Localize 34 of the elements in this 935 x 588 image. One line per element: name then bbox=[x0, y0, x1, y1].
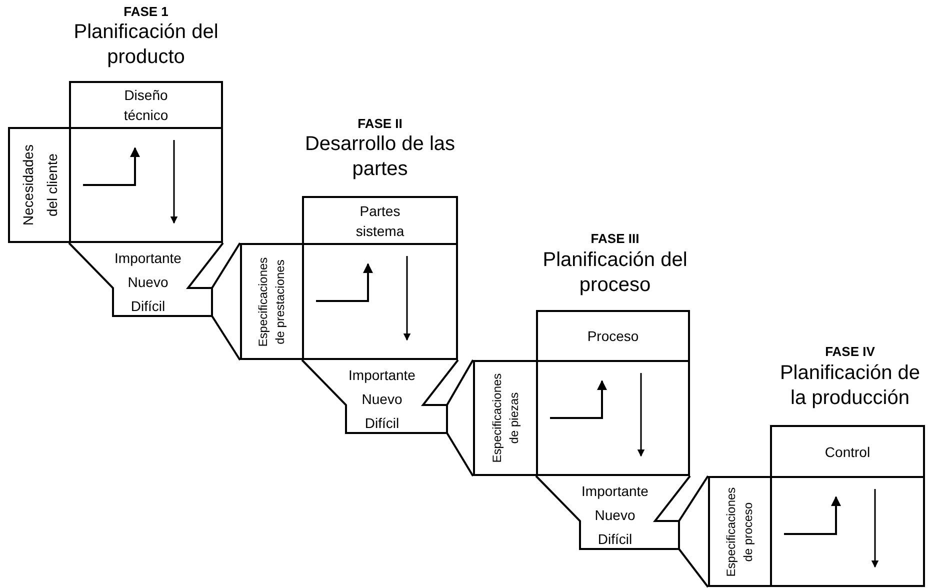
box-label: Proceso bbox=[587, 327, 639, 346]
header-box bbox=[770, 425, 925, 476]
phase-title: Planificación de la producción bbox=[778, 361, 922, 411]
matrix-box bbox=[302, 243, 458, 360]
matrix-box bbox=[770, 476, 925, 587]
funnel-shape bbox=[536, 476, 690, 549]
input-box bbox=[708, 476, 770, 587]
header-box bbox=[69, 81, 223, 127]
vertical-label: Necesidades del cliente bbox=[18, 144, 60, 228]
matrix-box bbox=[536, 360, 690, 476]
phase-tag: FASE II bbox=[358, 116, 402, 132]
phase-title: Planificación del proceso bbox=[542, 248, 688, 298]
input-box bbox=[8, 127, 69, 243]
vertical-label: Especificaciones de proceso bbox=[723, 486, 756, 578]
box-label: Diseño técnico bbox=[124, 86, 168, 125]
funnel-label: Importante Nuevo Difícil bbox=[582, 482, 648, 549]
phase-tag: FASE 1 bbox=[124, 4, 168, 20]
header-box bbox=[536, 310, 690, 360]
phase-title: Planificación del producto bbox=[72, 20, 220, 70]
funnel-shape bbox=[69, 243, 223, 316]
funnel-shape bbox=[302, 360, 458, 433]
funnel-label: Importante Nuevo Difícil bbox=[348, 366, 416, 433]
input-box bbox=[473, 360, 536, 476]
box-label: Partes sistema bbox=[356, 202, 404, 240]
vertical-label: Especificaciones de piezas bbox=[488, 372, 522, 465]
funnel-label: Importante Nuevo Difícil bbox=[114, 249, 182, 316]
phase-tag: FASE IV bbox=[825, 344, 875, 360]
input-box bbox=[240, 243, 302, 360]
phase-title: Desarrollo de las partes bbox=[304, 132, 456, 182]
header-box bbox=[302, 196, 458, 243]
matrix-box bbox=[69, 127, 223, 243]
vertical-label: Especificaciones de prestaciones bbox=[255, 256, 288, 348]
box-label: Control bbox=[824, 442, 870, 462]
phase-tag: FASE III bbox=[590, 231, 640, 247]
